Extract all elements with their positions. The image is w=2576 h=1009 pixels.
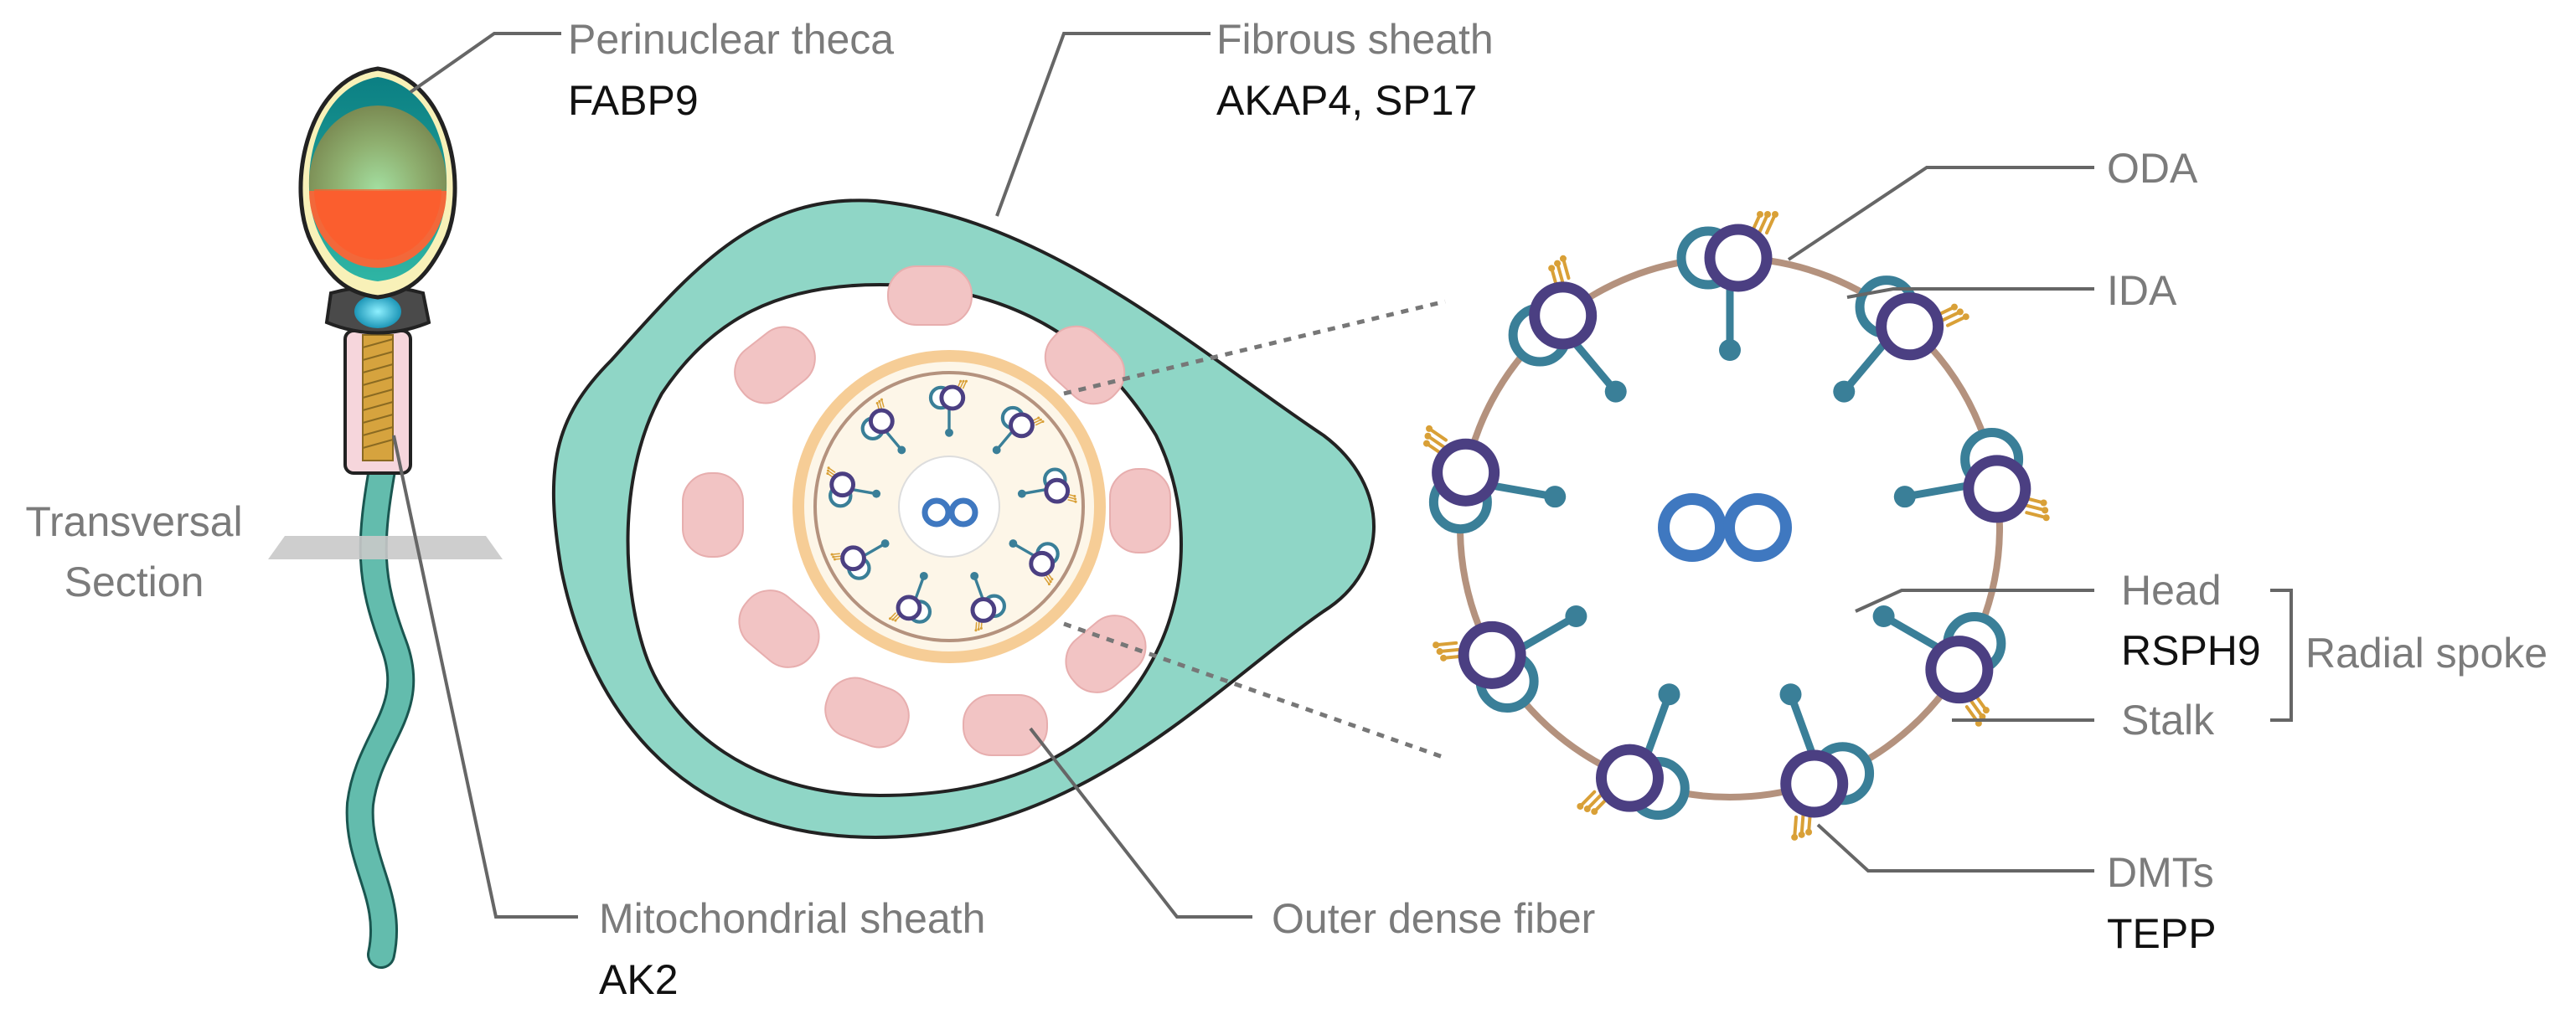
label-radial-spoke: Radial spoke — [2305, 630, 2548, 677]
doublet-doublet-7 — [1433, 605, 1587, 713]
axoneme-detail — [1422, 211, 2050, 841]
mini-doublet-doublet-4 — [1009, 539, 1060, 586]
doublet-doublet-2 — [1833, 275, 1969, 403]
mini-doublet-doublet-9 — [860, 398, 906, 455]
label-transversal-section-line1: Transversal — [25, 498, 243, 545]
sperm-cell — [298, 66, 457, 969]
mini-axoneme — [826, 379, 1077, 632]
doublet-doublet-9 — [1508, 255, 1627, 403]
label-outer-dense-fiber: Outer dense fiber — [1272, 895, 1596, 942]
mini-doublet-doublet-7 — [830, 539, 890, 580]
label-head: Head — [2121, 567, 2222, 614]
label-oda: ODA — [2107, 145, 2198, 192]
doublet-doublet-5 — [1779, 683, 1875, 841]
flagellum-cross-section — [551, 198, 1376, 840]
label-transversal-section-line2: Section — [64, 559, 204, 605]
label-mitochondrial-sheath: Mitochondrial sheath — [599, 895, 986, 942]
label-fibrous-sheath: Fibrous sheath — [1216, 16, 1494, 63]
transversal-section-plane — [268, 536, 503, 559]
mini-doublet-doublet-5 — [970, 571, 1006, 632]
label-stalk: Stalk — [2121, 697, 2215, 744]
protein-rsph9: RSPH9 — [2121, 627, 2261, 674]
doublet-doublet-6 — [1577, 683, 1690, 820]
central-pair — [1658, 493, 1792, 562]
label-ida: IDA — [2107, 267, 2177, 314]
outer-dense-fibers — [682, 265, 1171, 756]
mini-doublet-doublet-1 — [928, 379, 968, 437]
mini-doublet-doublet-6 — [888, 571, 932, 624]
mini-doublet-doublet-8 — [826, 466, 881, 508]
doublet-doublet-4 — [1872, 605, 2006, 727]
doublet-doublet-8 — [1422, 425, 1567, 534]
mini-doublet-doublet-2 — [992, 405, 1045, 455]
label-transversal-section: Transversal Section — [8, 501, 260, 603]
protein-fabp9: FABP9 — [568, 77, 699, 124]
zoom-lines — [1063, 299, 1446, 760]
protein-tepp: TEPP — [2107, 910, 2217, 957]
doublet-doublet-1 — [1676, 211, 1778, 361]
label-dmts: DMTs — [2107, 849, 2214, 896]
mini-doublet-doublet-3 — [1017, 467, 1077, 504]
protein-ak2: AK2 — [599, 956, 679, 1003]
doublet-doublet-3 — [1893, 427, 2050, 523]
protein-akap4-sp17: AKAP4, SP17 — [1216, 77, 1478, 124]
leader-lines — [392, 32, 2293, 919]
label-perinuclear-theca: Perinuclear theca — [568, 16, 895, 63]
